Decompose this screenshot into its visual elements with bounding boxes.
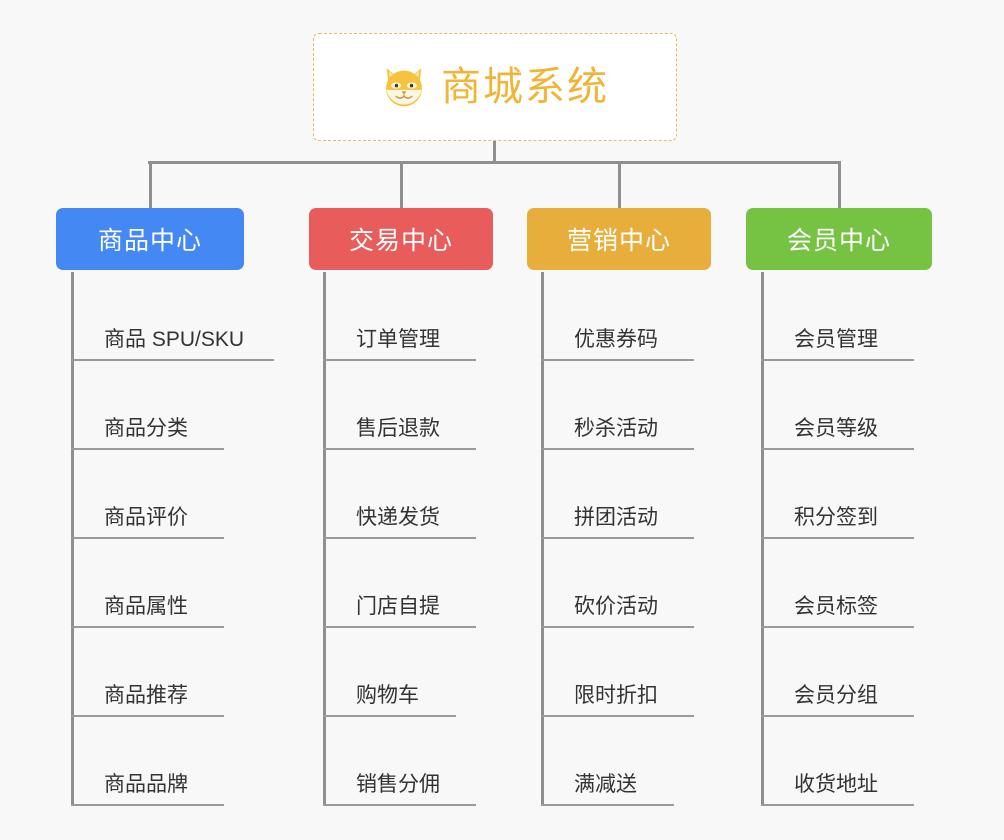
leaf-item[interactable]: 限时折扣 (541, 628, 694, 717)
leaf-item-label: 商品属性 (104, 594, 188, 618)
root-node-shop-system[interactable]: 商城系统 (313, 33, 677, 141)
leaf-item[interactable]: 拼团活动 (541, 450, 694, 539)
shiba-dog-icon (386, 68, 422, 107)
leaf-item[interactable]: 积分签到 (761, 450, 914, 539)
connector-horizontal-bus (148, 161, 839, 164)
leaf-item-underline (761, 359, 914, 361)
leaf-item[interactable]: 会员等级 (761, 361, 914, 450)
leaf-item-underline (323, 359, 476, 361)
leaf-item[interactable]: 商品品牌 (71, 717, 244, 806)
leaf-item-label: 购物车 (356, 683, 419, 707)
leaf-item-label: 秒杀活动 (574, 416, 658, 440)
leaf-item[interactable]: 门店自提 (323, 539, 476, 628)
leaf-item-label: 商品评价 (104, 505, 188, 529)
leaf-item-label: 砍价活动 (574, 594, 658, 618)
category-header-label: 营销中心 (566, 227, 671, 255)
leaf-item-label: 售后退款 (356, 416, 440, 440)
category-header-product-center[interactable]: 商品中心 (56, 208, 244, 270)
leaf-column-rail (761, 272, 764, 806)
leaf-item[interactable]: 商品 SPU/SKU (71, 272, 274, 361)
leaf-item-label: 会员分组 (794, 683, 878, 707)
connector-drop-trade-center (399, 161, 403, 208)
leaf-item[interactable]: 商品属性 (71, 539, 244, 628)
connector-drop-marketing-center (617, 161, 621, 208)
leaf-item[interactable]: 售后退款 (323, 361, 476, 450)
category-header-label: 商品中心 (97, 227, 202, 255)
leaf-item[interactable]: 商品评价 (71, 450, 244, 539)
category-header-label: 会员中心 (786, 227, 891, 255)
connector-root-stub (493, 141, 496, 163)
leaf-item[interactable]: 优惠券码 (541, 272, 694, 361)
category-header-member-center[interactable]: 会员中心 (746, 208, 932, 270)
leaf-item-underline (761, 804, 914, 806)
leaf-item-label: 销售分佣 (356, 772, 440, 796)
leaf-column-rail (541, 272, 544, 806)
leaf-item[interactable]: 满减送 (541, 717, 674, 806)
leaf-item-underline (323, 537, 476, 539)
leaf-item-underline (323, 448, 476, 450)
leaf-item-label: 优惠券码 (574, 327, 658, 351)
leaf-item-underline (541, 804, 674, 806)
leaf-item-underline (323, 715, 456, 717)
leaf-item-label: 商品品牌 (104, 772, 188, 796)
leaf-column-rail (71, 272, 74, 806)
leaf-item-underline (761, 626, 914, 628)
leaf-item[interactable]: 秒杀活动 (541, 361, 694, 450)
category-header-marketing-center[interactable]: 营销中心 (527, 208, 711, 270)
leaf-item[interactable]: 会员管理 (761, 272, 914, 361)
leaf-item-underline (323, 626, 476, 628)
leaf-item-label: 会员管理 (794, 327, 878, 351)
leaf-item-underline (323, 804, 476, 806)
leaf-item-underline (71, 626, 224, 628)
leaf-item-underline (71, 804, 224, 806)
leaf-item-underline (71, 715, 224, 717)
leaf-item-label: 限时折扣 (574, 683, 658, 707)
leaf-column-marketing-center: 优惠券码秒杀活动拼团活动砍价活动限时折扣满减送 (541, 272, 694, 806)
leaf-item[interactable]: 快递发货 (323, 450, 476, 539)
leaf-item-label: 订单管理 (356, 327, 440, 351)
root-node-title: 商城系统 (441, 65, 609, 109)
leaf-column-product-center: 商品 SPU/SKU 商品分类商品评价商品属性商品推荐商品品牌 (71, 272, 274, 806)
category-header-trade-center[interactable]: 交易中心 (309, 208, 493, 270)
category-header-label: 交易中心 (348, 227, 453, 255)
leaf-item[interactable]: 砍价活动 (541, 539, 694, 628)
leaf-item[interactable]: 商品分类 (71, 361, 244, 450)
leaf-item-underline (71, 359, 274, 361)
leaf-item-label: 会员等级 (794, 416, 878, 440)
leaf-item-label: 收货地址 (794, 772, 878, 796)
leaf-item-underline (761, 537, 914, 539)
leaf-item-underline (761, 448, 914, 450)
leaf-column-trade-center: 订单管理售后退款快递发货门店自提购物车销售分佣 (323, 272, 476, 806)
connector-drop-product-center (148, 161, 152, 208)
leaf-item[interactable]: 销售分佣 (323, 717, 476, 806)
leaf-item[interactable]: 购物车 (323, 628, 456, 717)
leaf-item[interactable]: 会员分组 (761, 628, 914, 717)
leaf-item-label: 门店自提 (356, 594, 440, 618)
leaf-item-label: 满减送 (574, 772, 637, 796)
leaf-item-label: 商品分类 (104, 416, 188, 440)
leaf-item-underline (541, 448, 694, 450)
leaf-item-label: 会员标签 (794, 594, 878, 618)
leaf-item-underline (541, 359, 694, 361)
leaf-item-underline (71, 448, 224, 450)
leaf-item-underline (71, 537, 224, 539)
leaf-item-label: 拼团活动 (574, 505, 658, 529)
leaf-item-underline (541, 537, 694, 539)
leaf-item-underline (541, 626, 694, 628)
leaf-item[interactable]: 收货地址 (761, 717, 914, 806)
leaf-item-label: 商品推荐 (104, 683, 188, 707)
leaf-item[interactable]: 会员标签 (761, 539, 914, 628)
leaf-item-underline (541, 715, 694, 717)
leaf-item-label: 快递发货 (356, 505, 440, 529)
leaf-item[interactable]: 商品推荐 (71, 628, 244, 717)
leaf-item-label: 积分签到 (794, 505, 878, 529)
leaf-item[interactable]: 订单管理 (323, 272, 476, 361)
leaf-item-label: 商品 SPU/SKU (104, 327, 245, 351)
connector-drop-member-center (837, 161, 841, 208)
leaf-item-underline (761, 715, 914, 717)
leaf-column-rail (323, 272, 326, 806)
leaf-column-member-center: 会员管理会员等级积分签到会员标签会员分组收货地址 (761, 272, 914, 806)
